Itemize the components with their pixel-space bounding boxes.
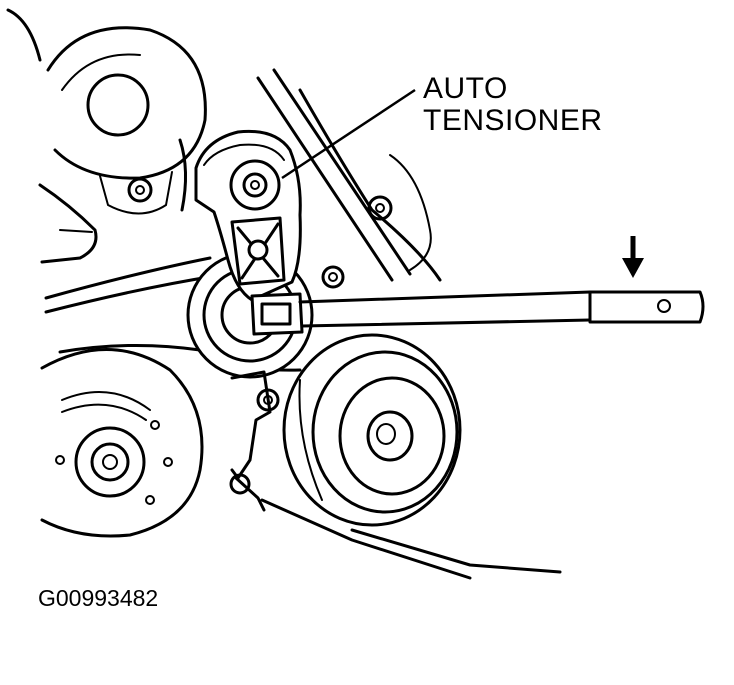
lower-bracket: [229, 370, 280, 512]
engine-block: [6, 8, 188, 264]
breaker-bar: [250, 290, 705, 336]
callout-leader: [281, 88, 416, 180]
down-arrow-icon: [622, 236, 644, 278]
callout-label-line2: TENSIONER: [423, 104, 603, 137]
figure-id: G00993482: [38, 585, 159, 611]
engine-bracket: [298, 88, 442, 289]
callout-label-line1: AUTO: [423, 72, 508, 105]
auto-tensioner: [194, 129, 302, 302]
alternator-pulley: [282, 333, 462, 527]
crank-pulley: [40, 348, 204, 538]
upper-pulley: [46, 26, 207, 215]
